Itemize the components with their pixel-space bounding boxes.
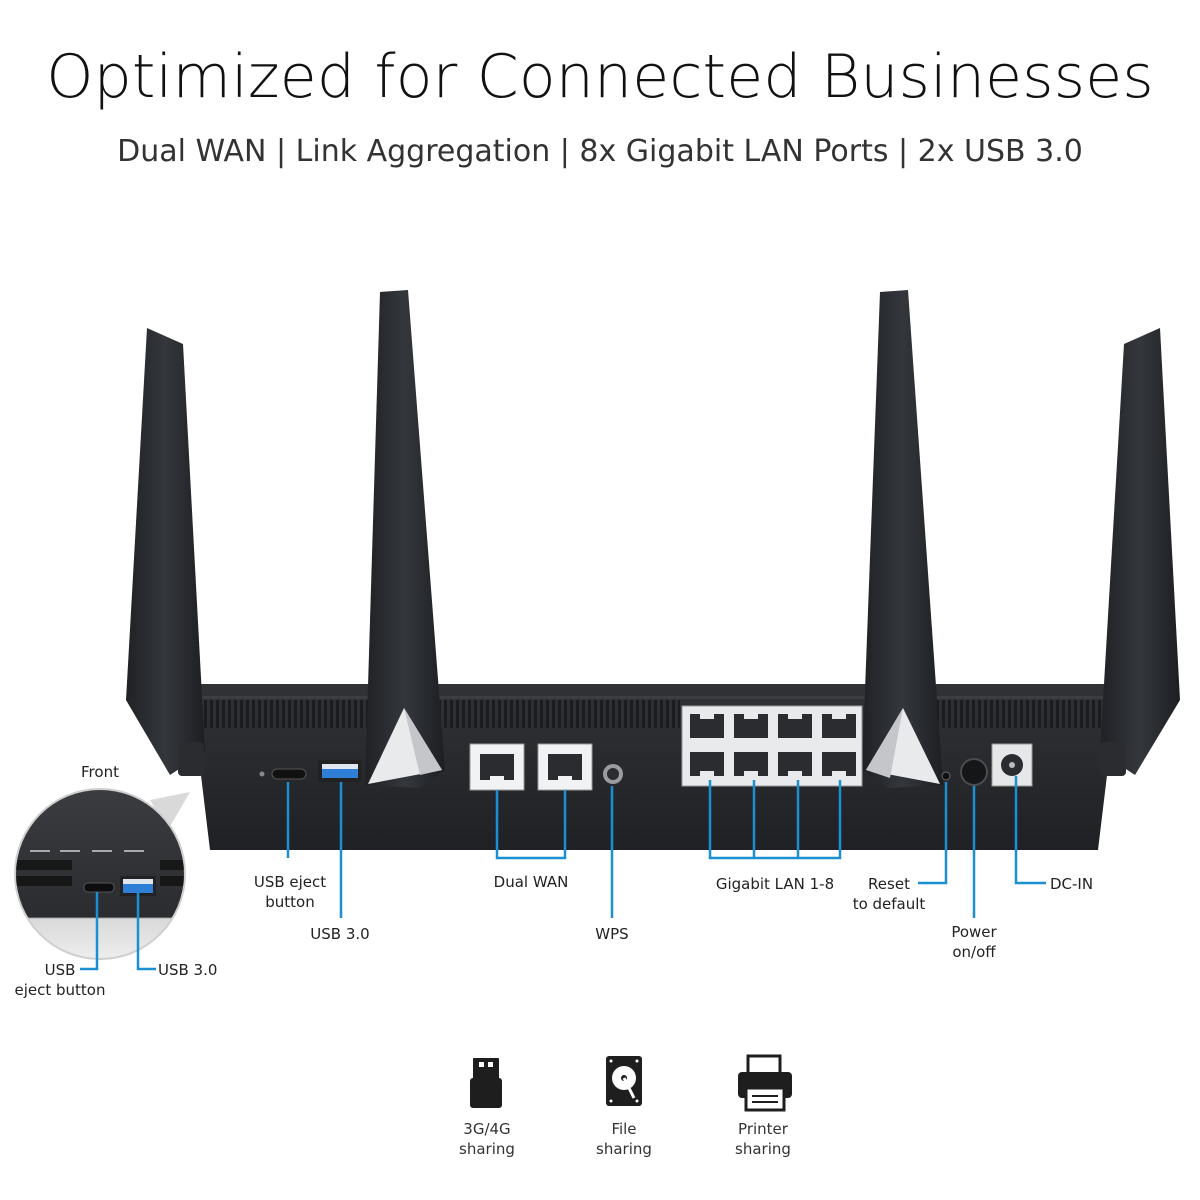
- front-panel-inset: [14, 788, 190, 960]
- inset-callout-usb3: USB 3.0: [158, 961, 218, 979]
- feature-3g4g-line2: sharing: [459, 1140, 515, 1158]
- page-title: Optimized for Connected Businesses: [46, 42, 1154, 112]
- callout-usb-eject-line1: USB eject: [253, 873, 327, 891]
- usb3-port-rear: [318, 760, 362, 782]
- feature-printer-line1: Printer: [738, 1120, 788, 1138]
- wan-port-2: [537, 743, 593, 791]
- feature-file-line2: sharing: [596, 1140, 652, 1158]
- feature-3g4g-line1: 3G/4G: [463, 1120, 511, 1138]
- callout-gigabit-lan: Gigabit LAN 1-8: [715, 875, 835, 893]
- callout-usb3: USB 3.0: [310, 925, 370, 943]
- feature-printer-line2: sharing: [735, 1140, 791, 1158]
- callout-reset-line2: to default: [852, 895, 926, 913]
- callout-reset-line1: Reset: [868, 875, 910, 893]
- callout-reset: Reset to default: [840, 874, 938, 914]
- callout-power-line1: Power: [951, 923, 997, 941]
- feature-3g4g-sharing: 3G/4G sharing: [427, 1119, 547, 1159]
- power-button: [960, 758, 988, 786]
- callout-wps: WPS: [595, 925, 629, 943]
- inset-callout-usb-eject-line2: eject button: [14, 981, 106, 999]
- page-subtitle: Dual WAN | Link Aggregation | 8x Gigabit…: [117, 134, 1083, 169]
- hard-drive-icon: [606, 1056, 642, 1106]
- callout-usb-eject-line2: button: [265, 893, 315, 911]
- antenna-right-outer: [1100, 328, 1180, 776]
- callout-power: Power on/off: [934, 922, 1014, 962]
- inset-callout-lines: [80, 892, 156, 971]
- usb-stick-icon: [470, 1058, 502, 1108]
- callout-usb-eject: USB eject button: [240, 872, 340, 912]
- dc-in-port: [991, 743, 1033, 787]
- usb-eject-button-rear: [259, 768, 307, 780]
- callout-dc-in: DC-IN: [1050, 875, 1094, 893]
- inset-callout-usb-eject: USB eject button: [10, 960, 110, 1000]
- lan-port-block: [681, 705, 863, 787]
- wps-button: [603, 764, 623, 784]
- antenna-right-inner: [862, 290, 943, 788]
- antenna-left-outer: [126, 328, 205, 776]
- callout-lines: [286, 776, 1046, 918]
- callout-dual-wan: Dual WAN: [493, 873, 569, 891]
- antenna-left-inner: [365, 290, 445, 788]
- reset-button: [941, 771, 951, 781]
- printer-icon: [738, 1054, 792, 1112]
- inset-callout-usb-eject-line1: USB: [44, 961, 76, 979]
- callout-power-line2: on/off: [952, 943, 996, 961]
- feature-printer-sharing: Printer sharing: [703, 1119, 823, 1159]
- inset-label-front: Front: [81, 763, 119, 781]
- feature-file-sharing: File sharing: [564, 1119, 684, 1159]
- feature-file-line1: File: [611, 1120, 637, 1138]
- wan-port-1: [469, 743, 525, 791]
